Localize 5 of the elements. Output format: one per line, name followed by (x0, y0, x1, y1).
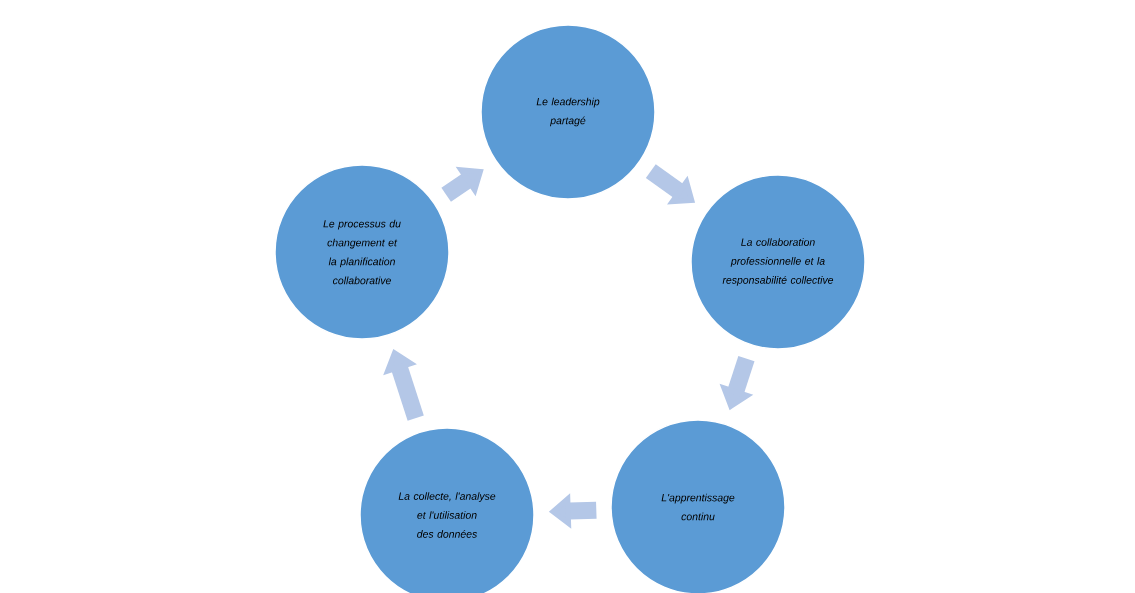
circle-node: L'apprentissage continu (610, 419, 786, 593)
circle-node: La collecte, l'analyse et l'utilisation des données (359, 427, 535, 593)
circle-node: Le processus du changement et la planification collaborative (274, 164, 450, 340)
circle-node: Le leadership partagé (480, 24, 656, 200)
circle-node: La collaboration professionnelle et la responsabilité collective (690, 174, 866, 350)
